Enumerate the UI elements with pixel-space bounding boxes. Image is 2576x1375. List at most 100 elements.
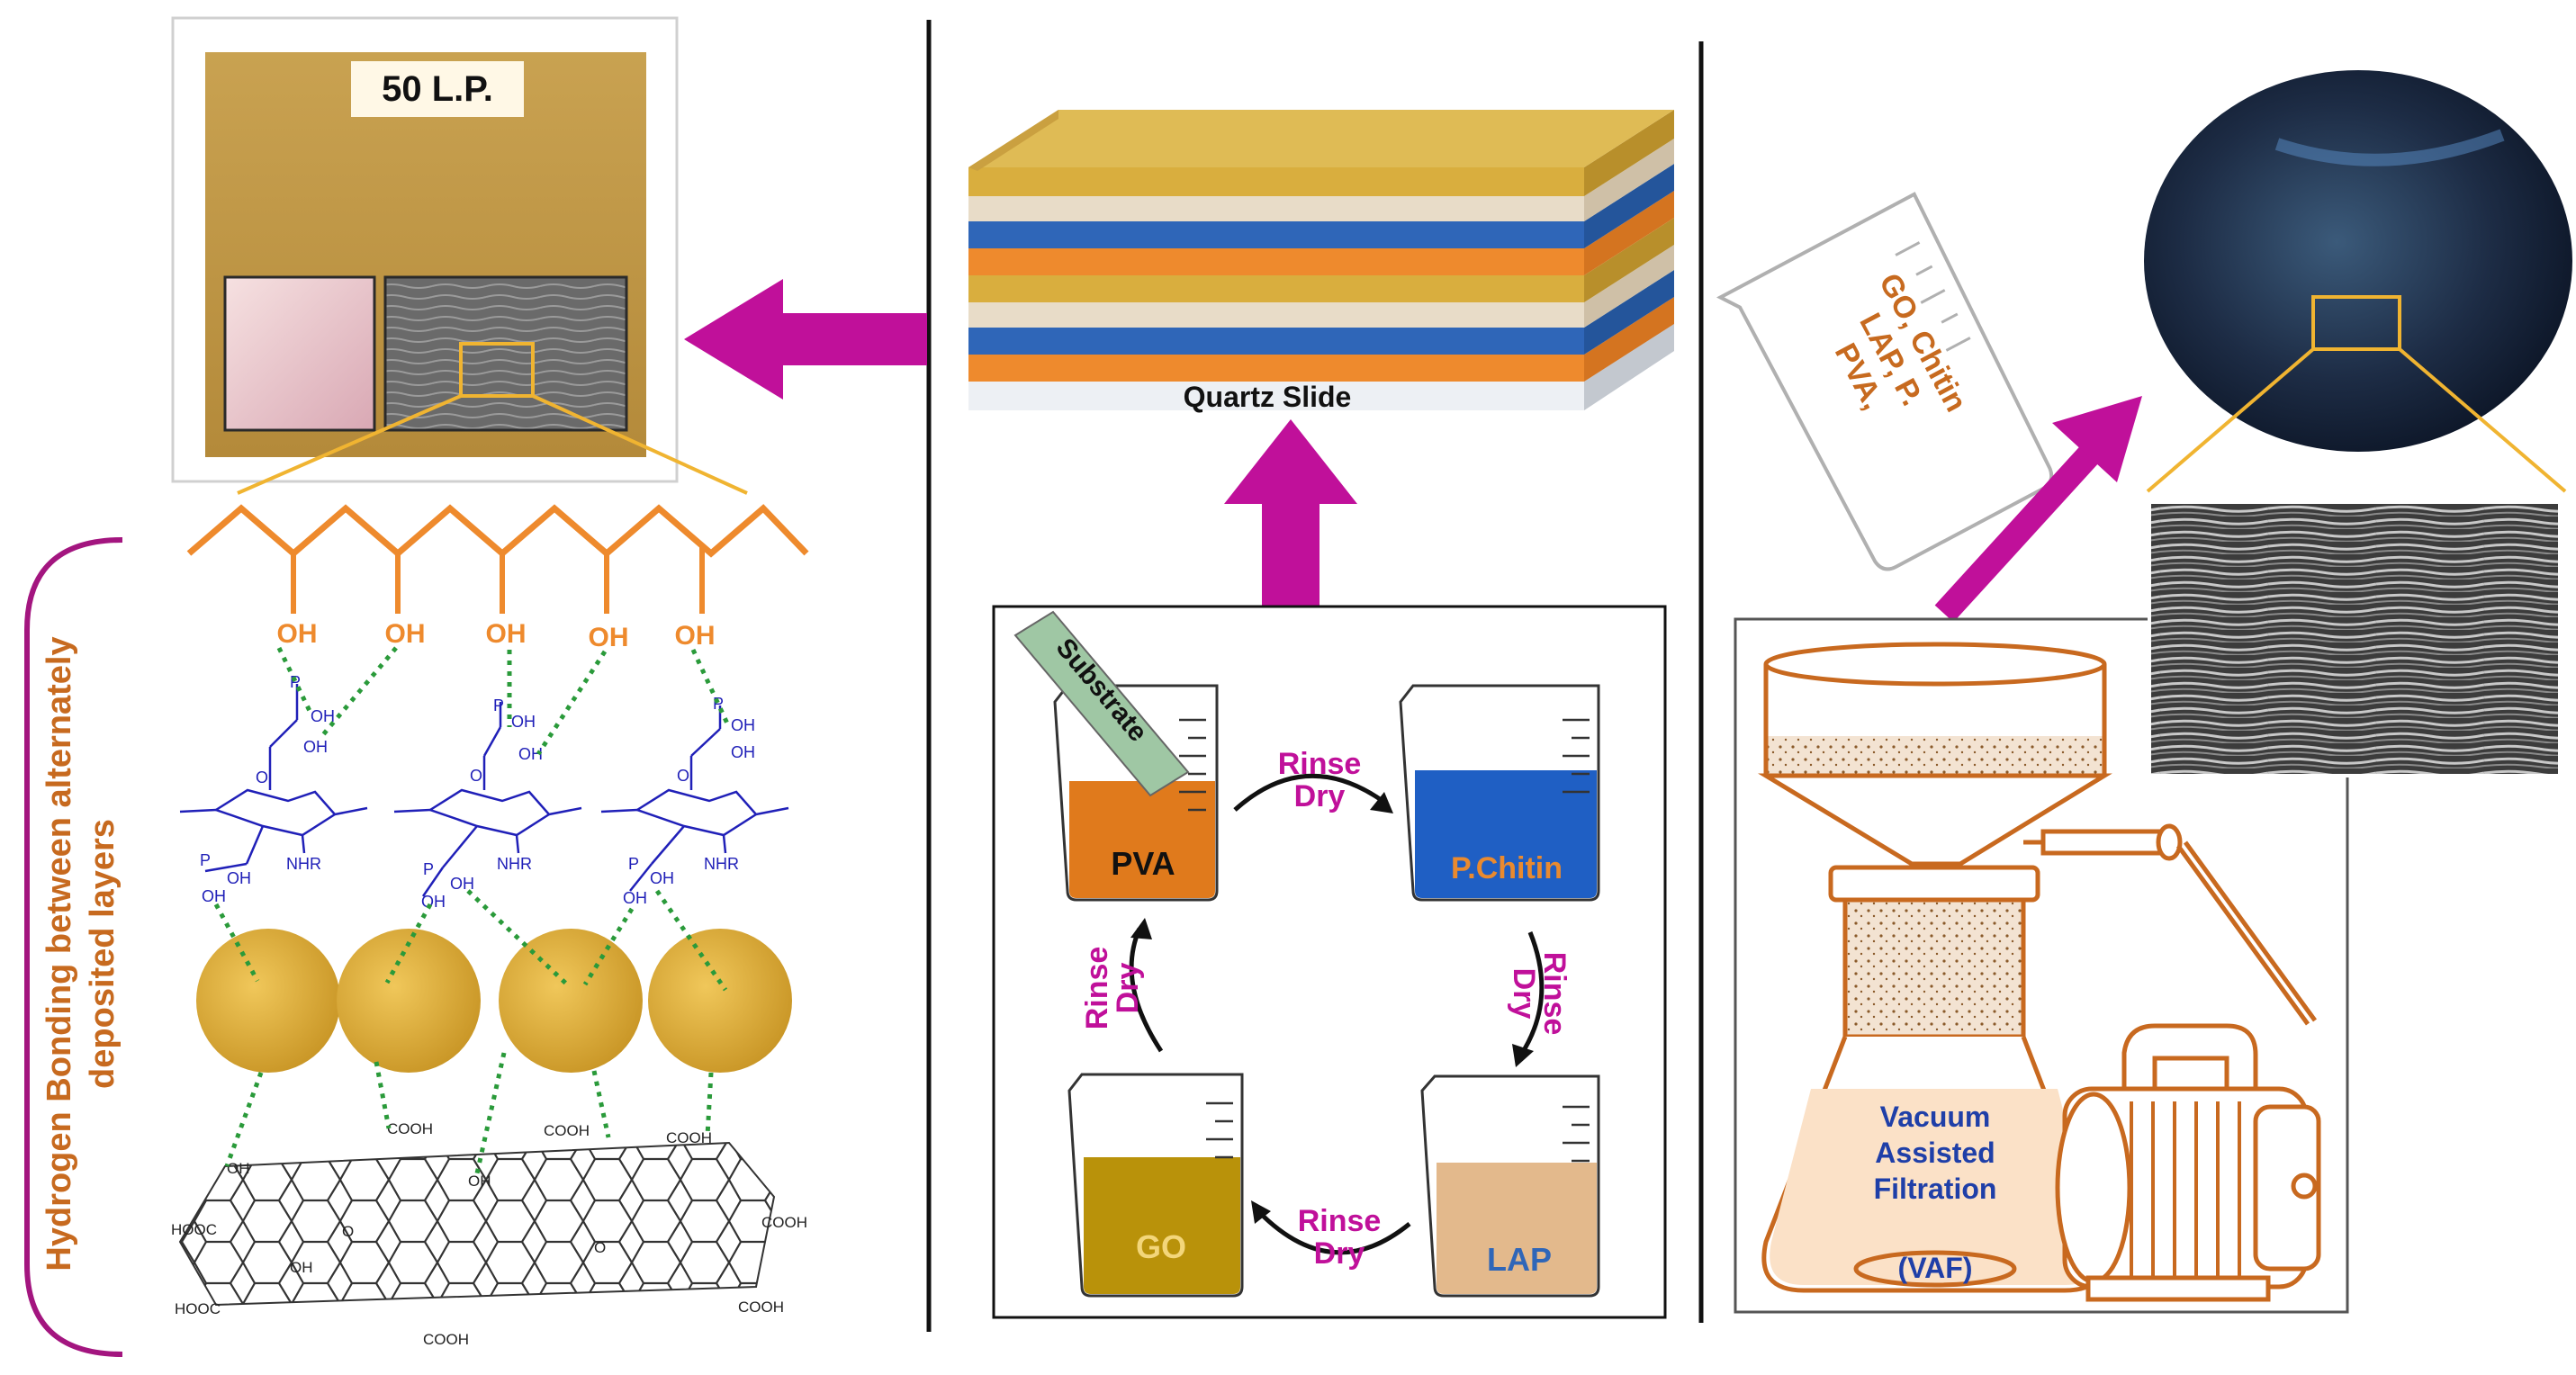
membrane-photo	[2144, 70, 2572, 452]
chitin-oh-2d: OH	[421, 893, 446, 911]
chitin-oh-3: OH	[731, 716, 755, 734]
oh-label-1: OH	[277, 619, 318, 649]
beaker-pva: PVA	[1053, 684, 1219, 902]
optical-inset	[223, 275, 376, 432]
vaf-line-3: Filtration	[1874, 1173, 1997, 1205]
filter-flask	[1761, 865, 2107, 1293]
chitin-oh-3b: OH	[731, 743, 755, 761]
pva-chain	[186, 504, 809, 558]
hbonds-chitin-lap	[213, 889, 728, 992]
oh-label-3: OH	[486, 619, 527, 649]
arrow-go-to-pva	[1129, 928, 1164, 1053]
dry-label-2: Dry	[1507, 968, 1541, 1020]
layered-stack	[968, 110, 1674, 410]
arrow-pva-to-pchitin	[1233, 773, 1384, 812]
dry-label-1: Dry	[1294, 779, 1346, 813]
sem-zoom-box	[459, 342, 535, 398]
membrane-zoom-box	[2311, 295, 2401, 351]
chitin-oh-2b: OH	[518, 745, 543, 763]
arrow-lap-to-go	[1256, 1209, 1411, 1255]
dry-label-4: Dry	[1111, 963, 1145, 1014]
film-photo: 50 L.P.	[171, 16, 679, 483]
go-labels: OH COOH COOH OH COOH HOOC COOH O O OH HO…	[171, 1120, 807, 1348]
photo-label-box	[351, 61, 524, 117]
oh-label-4: OH	[589, 623, 629, 652]
oh-label-5: OH	[675, 621, 716, 651]
bracket-label: Hydrogen Bonding between alternately dep…	[41, 636, 122, 1271]
vaf-line-2: Assisted	[1875, 1137, 1995, 1169]
bracket	[24, 537, 123, 1357]
rinse-label-4: Rinse	[1080, 947, 1114, 1030]
chitin-oh-3d: OH	[623, 889, 647, 907]
arrow-to-stack	[1224, 419, 1357, 607]
cycle-arrowheads	[1130, 792, 1534, 1224]
arrow-to-membrane	[1934, 396, 2142, 623]
go-label-o-1: O	[342, 1223, 354, 1240]
rinse-dry-right: Rinse Dry	[1507, 952, 1572, 1036]
pva-oh-groups	[291, 544, 705, 614]
chitin-oh-3c: OH	[650, 869, 674, 887]
rinse-dry-left: Rinse Dry	[1080, 947, 1145, 1030]
chitin-oh-1c: OH	[227, 869, 251, 887]
chitin-unit-2	[393, 702, 582, 897]
lap-sphere-1	[196, 929, 340, 1073]
zoom-line-right	[532, 394, 748, 495]
rinse-label-1: Rinse	[1278, 747, 1362, 781]
go-label-oh-1: OH	[227, 1160, 250, 1177]
sem-inset	[383, 275, 628, 432]
vaf-line-1: Vacuum	[1880, 1101, 1991, 1133]
membrane-sheen	[2274, 129, 2505, 166]
chitin-p-3b: P	[628, 855, 639, 873]
cycle-arrows	[1129, 773, 1545, 1255]
go-label-o-2: O	[594, 1239, 606, 1256]
chitin-nhr-3: NHR	[704, 855, 739, 873]
zoom-line-left	[237, 394, 462, 495]
beaker-go-label: GO	[1136, 1228, 1186, 1265]
vacuum-pump	[2055, 1023, 2321, 1302]
vacuum-hose	[2023, 823, 2318, 1026]
go-label-cooh-4: COOH	[761, 1214, 807, 1231]
chitin-labels: P OH OH O NHR P OH OH P OH OH O NHR P OH…	[200, 673, 755, 911]
chitin-unit-1	[179, 684, 368, 873]
rinse-label-3: Rinse	[1298, 1204, 1382, 1238]
rinse-label-2: Rinse	[1537, 952, 1572, 1036]
beaker-go: GO	[1067, 1073, 1244, 1298]
chitin-oh-1b: OH	[303, 738, 328, 756]
zoom-line-r-right	[2398, 347, 2567, 493]
quartz-slide-label: Quartz Slide	[1184, 381, 1352, 413]
chitin-o-3: O	[677, 767, 689, 785]
oh-label-2: OH	[385, 619, 426, 649]
beaker-pva-label: PVA	[1111, 845, 1175, 882]
go-label-cooh-3: COOH	[666, 1129, 712, 1146]
go-label-hooc-1: HOOC	[171, 1221, 217, 1238]
chitin-oh-1: OH	[311, 707, 335, 725]
hbonds-pva-chitin	[276, 646, 730, 756]
graphene-oxide-sheet	[178, 1141, 776, 1307]
zoom-line-r-left	[2146, 347, 2315, 493]
dry-label-3: Dry	[1314, 1236, 1365, 1271]
photo-label: 50 L.P.	[382, 69, 493, 109]
arrow-to-photo	[684, 279, 927, 400]
bracket-label-line2: deposited layers	[84, 819, 122, 1089]
chitin-nhr-1: NHR	[286, 855, 321, 873]
beaker-lap: LAP	[1420, 1074, 1600, 1298]
chitin-p-2b: P	[423, 860, 434, 878]
chitin-p-2: P	[493, 696, 504, 714]
chitin-o-2: O	[470, 767, 482, 785]
go-label-cooh-1: COOH	[387, 1120, 433, 1137]
chitin-nhr-2: NHR	[497, 855, 532, 873]
filtration-funnel	[1758, 642, 2112, 892]
go-label-cooh-5: COOH	[738, 1299, 784, 1316]
arrow-pchitin-to-lap	[1518, 931, 1545, 1056]
go-label-cooh-6: COOH	[423, 1331, 469, 1348]
solution-beaker: PVA, LAP, P. GO, Chitin	[1716, 192, 2054, 571]
beaker-lap-label: LAP	[1487, 1241, 1552, 1278]
chitin-oh-1d: OH	[202, 887, 226, 905]
chitin-unit-3	[600, 705, 789, 892]
go-label-hooc-2: HOOC	[175, 1300, 221, 1317]
beaker-pchitin-label: P.Chitin	[1451, 851, 1563, 885]
vaf-line-4: (VAF)	[1898, 1252, 1973, 1284]
bracket-label-line1: Hydrogen Bonding between alternately	[41, 636, 78, 1271]
chitin-o-1: O	[256, 768, 268, 786]
